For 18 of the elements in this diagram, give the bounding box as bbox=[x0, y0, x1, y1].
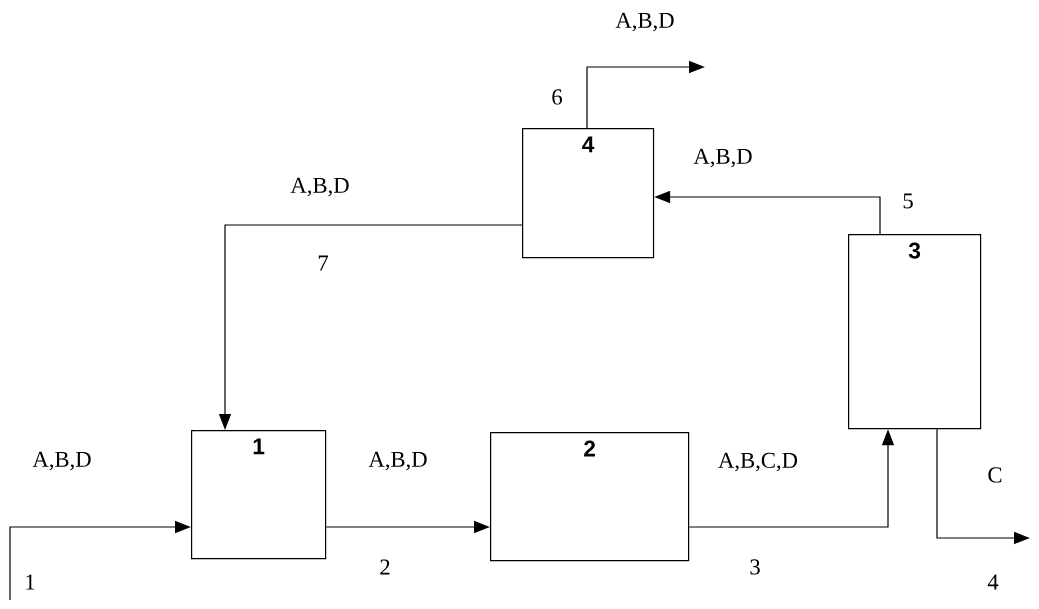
edge-label: A,B,C,D bbox=[718, 452, 798, 472]
process-box: 3 bbox=[848, 234, 982, 430]
stream-number: 2 bbox=[380, 559, 390, 575]
process-box: 2 bbox=[490, 432, 690, 562]
edge-label: A,B,D bbox=[615, 12, 674, 32]
edge-label: A,B,D bbox=[368, 451, 427, 471]
process-box: 4 bbox=[522, 128, 655, 259]
edge-label: A,B,D bbox=[32, 451, 91, 471]
stream-number: 5 bbox=[903, 193, 913, 209]
stream-number: 7 bbox=[318, 255, 329, 271]
stream-number: 3 bbox=[750, 559, 760, 575]
stream-number: 4 bbox=[987, 574, 999, 590]
edge-label: A,B,D bbox=[693, 148, 752, 168]
edge-label: A,B,D bbox=[290, 177, 349, 197]
edge-label: C bbox=[988, 467, 1002, 483]
process-box: 1 bbox=[191, 430, 327, 560]
stream-number: 1 bbox=[26, 574, 35, 590]
stream-number: 6 bbox=[552, 89, 562, 105]
